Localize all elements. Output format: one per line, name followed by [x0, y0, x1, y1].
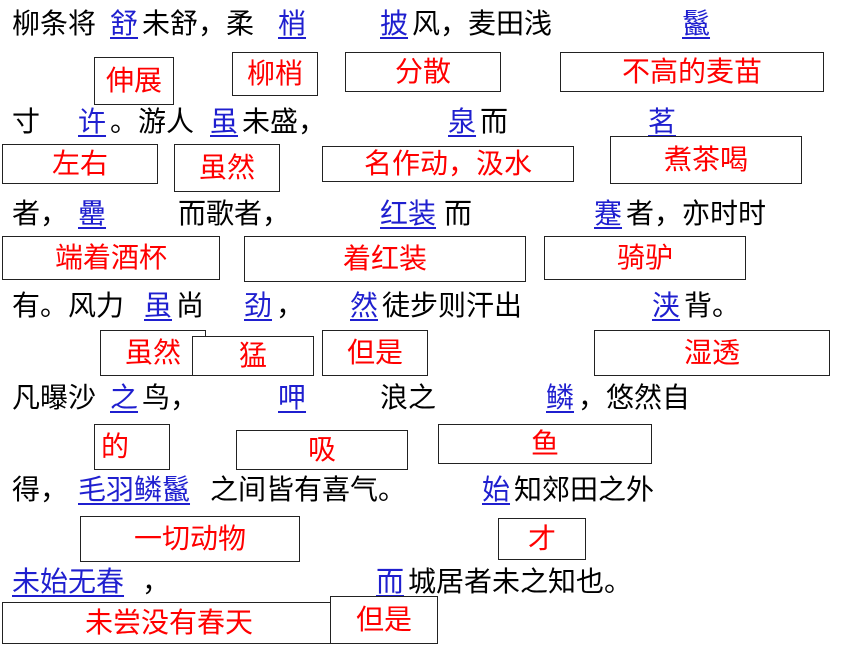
answer-box: 湿透 [594, 330, 830, 376]
answer-box: 伸展 [94, 57, 174, 105]
keyword: 鳞 [546, 381, 575, 414]
keyword: 毛羽鳞鬣 [78, 473, 191, 506]
keyword: 始 [482, 473, 511, 506]
answer-box: 但是 [322, 330, 428, 376]
text-segment: 。游人 [110, 105, 195, 138]
keyword: 劲 [244, 289, 273, 322]
answer-box: 但是 [330, 596, 438, 644]
text-segment: 而歌者， [178, 197, 291, 230]
text-line-6: 得， 毛羽鳞鬣 之间皆有喜气。 始 知郊田之外 [0, 472, 860, 508]
text-segment: 背。 [684, 289, 741, 322]
text-line-1: 柳条将 舒 未舒，柔 梢 披 风，麦田浅 鬣 [0, 6, 860, 42]
answer-box: 虽然 [174, 144, 280, 192]
keyword: 而 [376, 565, 405, 598]
text-segment: 浪之 [380, 381, 437, 414]
text-segment: 有。风力 [12, 289, 125, 322]
text-segment: 风，麦田浅 [412, 7, 553, 40]
keyword: 披 [380, 7, 409, 40]
keyword: 呷 [278, 381, 307, 414]
answer-box: 着红装 [244, 236, 526, 282]
keyword: 梢 [278, 7, 307, 40]
text-line-3: 者， 罍 而歌者， 红装 而 蹇 者，亦时时 [0, 196, 860, 232]
text-segment: 者， [12, 197, 69, 230]
answer-box: 左右 [2, 144, 158, 184]
text-segment: 而 [444, 197, 473, 230]
keyword: 许 [78, 105, 107, 138]
text-line-5: 凡曝沙 之 鸟， 呷 浪之 鳞 ，悠然自 [0, 380, 860, 416]
text-segment: 城居者未之知也。 [408, 565, 633, 598]
keyword: 鬣 [682, 7, 711, 40]
answer-box: 端着酒杯 [2, 236, 220, 280]
text-segment: ， [276, 289, 305, 322]
text-segment: 未盛， [242, 105, 327, 138]
keyword: 泉 [448, 105, 477, 138]
text-line-7: 未始无春 ， 而 城居者未之知也。 [0, 564, 860, 600]
text-segment: 柳条将 [12, 7, 97, 40]
answer-box: 猛 [192, 336, 314, 376]
text-segment: 尚 [176, 289, 205, 322]
answer-box: 才 [498, 518, 586, 560]
keyword: 蹇 [594, 197, 623, 230]
keyword: 舒 [110, 7, 139, 40]
answer-box: 名作动，汲水 [322, 146, 574, 182]
answer-box: 的 [94, 424, 170, 470]
text-line-2: 寸 许 。游人 虽 未盛， 泉 而 茗 [0, 104, 860, 140]
text-segment: 知郊田之外 [514, 473, 655, 506]
answer-box: 吸 [236, 430, 408, 470]
keyword: 茗 [648, 105, 677, 138]
answer-box: 未尝没有春天 [2, 602, 336, 644]
keyword: 浃 [652, 289, 681, 322]
answer-box: 柳梢 [232, 52, 318, 96]
keyword: 未始无春 [12, 565, 125, 598]
text-segment: 寸 [12, 105, 41, 138]
text-line-4: 有。风力 虽 尚 劲 ， 然 徒步则汗出 浃 背。 [0, 288, 860, 324]
keyword: 虽 [210, 105, 239, 138]
keyword: 罍 [78, 197, 107, 230]
keyword: 之 [110, 381, 139, 414]
text-segment: ， [142, 565, 171, 598]
answer-box: 一切动物 [80, 516, 300, 562]
text-segment: 未舒，柔 [142, 7, 255, 40]
text-segment: 得， [12, 473, 69, 506]
keyword: 虽 [144, 289, 173, 322]
text-segment: 鸟， [142, 381, 199, 414]
text-segment: 而 [480, 105, 509, 138]
text-segment: 凡曝沙 [12, 381, 97, 414]
keyword: 然 [350, 289, 379, 322]
answer-box: 鱼 [438, 424, 652, 464]
keyword: 红装 [380, 197, 437, 230]
answer-box: 虽然 [100, 330, 206, 376]
text-segment: 者，亦时时 [626, 197, 767, 230]
text-segment: ，悠然自 [578, 381, 691, 414]
answer-box: 分散 [345, 52, 501, 92]
answer-box: 煮茶喝 [610, 136, 802, 184]
answer-box: 骑驴 [544, 236, 746, 280]
answer-box: 不高的麦苗 [560, 52, 824, 92]
text-segment: 之间皆有喜气。 [210, 473, 407, 506]
text-segment: 徒步则汗出 [382, 289, 523, 322]
